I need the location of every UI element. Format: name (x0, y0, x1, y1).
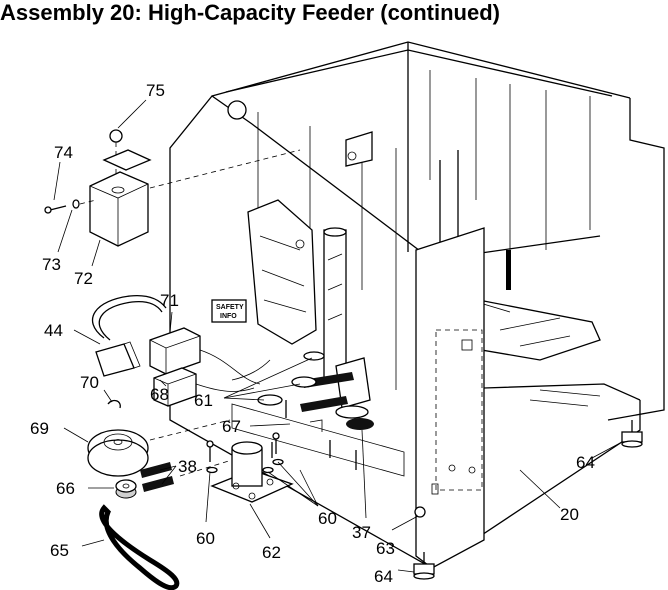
e-clip-70 (107, 399, 121, 409)
screws-60 (206, 432, 284, 474)
pulley-69 (87, 429, 149, 477)
callout-44: 44 (44, 321, 63, 340)
callout-73: 73 (42, 255, 61, 274)
callout-64-bottom: 64 (374, 567, 393, 586)
callout-75: 75 (146, 81, 165, 100)
callout-69: 69 (30, 419, 49, 438)
page-title: Assembly 20: High-Capacity Feeder (conti… (0, 0, 500, 25)
connector-68 (153, 367, 197, 407)
callout-64-right: 64 (576, 453, 595, 472)
foot-64-bottom (413, 552, 435, 580)
gear-pulley-66 (115, 479, 137, 499)
o-ring-75 (109, 129, 123, 143)
callout-71: 71 (160, 291, 179, 310)
timing-belt-65 (99, 504, 180, 590)
callout-67: 67 (222, 417, 241, 436)
callout-68: 68 (150, 385, 169, 404)
callouts: 75 74 73 72 44 71 70 68 69 61 67 38 66 6… (30, 81, 595, 586)
callout-20: 20 (560, 505, 579, 524)
leader-lines (53, 99, 623, 573)
callout-70: 70 (80, 373, 99, 392)
safety-label-line2: INFO (220, 313, 237, 320)
callout-60-right: 60 (318, 509, 337, 528)
callout-63: 63 (376, 539, 395, 558)
callout-60-left: 60 (196, 529, 215, 548)
foot-64-right (621, 420, 643, 448)
safety-info-label: SAFETY INFO (211, 299, 247, 323)
bracket-72 (89, 149, 152, 247)
belt-38 (140, 462, 172, 478)
callout-37: 37 (352, 523, 371, 542)
callout-62: 62 (262, 543, 281, 562)
screw-63 (414, 506, 426, 518)
callout-72: 72 (74, 269, 93, 288)
outlet-71 (149, 327, 201, 375)
callout-65: 65 (50, 541, 69, 560)
screw-74 (44, 205, 67, 214)
power-cord-44 (91, 294, 167, 377)
power-supply-board (247, 199, 317, 345)
safety-label-line1: SAFETY (216, 304, 244, 311)
callout-61: 61 (194, 391, 213, 410)
callout-74: 74 (54, 143, 73, 162)
callout-66: 66 (56, 479, 75, 498)
callout-38: 38 (178, 457, 197, 476)
washer-73 (72, 199, 80, 209)
motor-assembly (210, 441, 294, 503)
base-plate (231, 400, 405, 477)
